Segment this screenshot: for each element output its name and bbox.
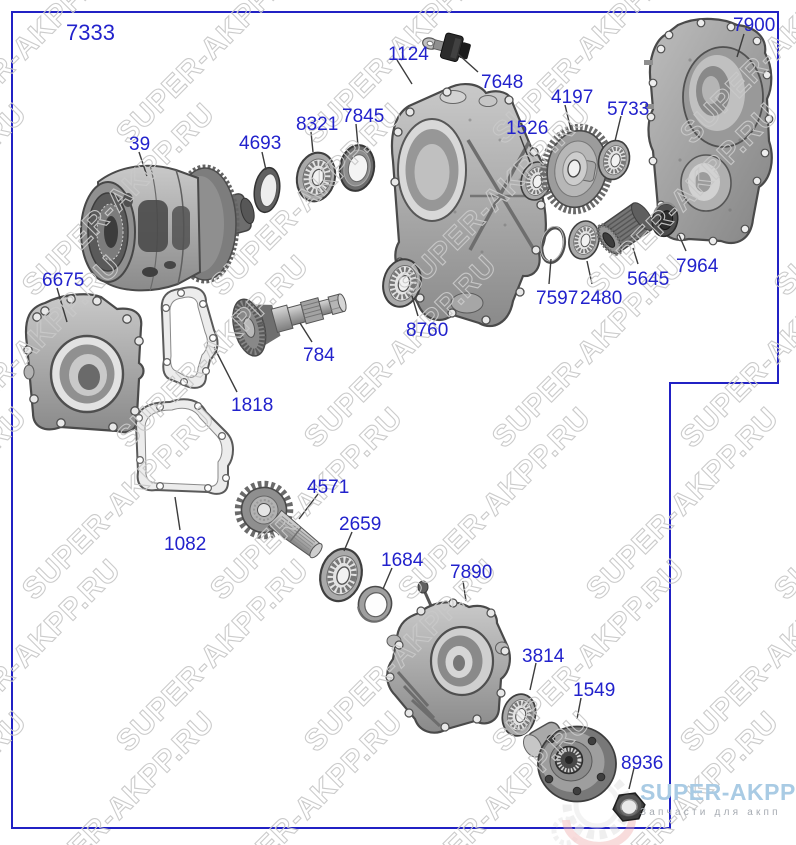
part-6675-housing [23, 293, 145, 434]
part-5645-gear [596, 202, 654, 256]
part-label-4197: 4197 [551, 87, 594, 108]
part-label-8760: 8760 [406, 320, 449, 341]
part-label-1684: 1684 [381, 550, 424, 571]
part-label-2480: 2480 [580, 288, 623, 309]
part-label-2659: 2659 [339, 514, 382, 535]
part-2480-bearing [565, 218, 603, 262]
part-7890-housing [385, 580, 511, 734]
part-label-3814: 3814 [522, 646, 565, 667]
part-label-8936: 8936 [621, 753, 664, 774]
part-1818-gasket [160, 286, 219, 389]
part-4571-pinion [234, 480, 323, 559]
part-label-8321: 8321 [296, 114, 339, 135]
site-logo: SUPER-AKPP Запчасти для акпп [640, 781, 796, 818]
part-39-coupling [80, 164, 255, 292]
part-label-7845: 7845 [342, 106, 385, 127]
part-label-7597: 7597 [536, 288, 579, 309]
part-label-7648: 7648 [481, 72, 524, 93]
part-7648-sensor [422, 32, 471, 63]
part-label-6675: 6675 [42, 270, 85, 291]
leader-lines [56, 33, 745, 790]
part-label-7890: 7890 [450, 562, 493, 583]
part-label-1124: 1124 [388, 44, 429, 65]
part-label-1082: 1082 [164, 534, 207, 555]
part-label-784: 784 [303, 345, 335, 366]
assembly-number: 7333 [66, 20, 115, 45]
part-4693-ring [250, 165, 284, 215]
part-1082-gasket [134, 398, 234, 495]
part-8936-nut [612, 792, 646, 822]
part-7845-seal [335, 141, 379, 195]
part-1684-collar [354, 582, 396, 626]
page-border [11, 11, 779, 829]
part-label-39: 39 [129, 134, 151, 155]
part-label-4571: 4571 [307, 477, 350, 498]
part-label-7900: 7900 [733, 15, 776, 36]
part-label-1818: 1818 [231, 395, 274, 416]
part-label-1526: 1526 [506, 118, 549, 139]
part-label-5645: 5645 [627, 269, 670, 290]
part-label-1549: 1549 [573, 680, 616, 701]
part-label-4693: 4693 [239, 133, 282, 154]
part-1549-flange [522, 721, 617, 803]
logo-subtitle: Запчасти для акпп [640, 807, 781, 818]
part-label-5733: 5733 [607, 99, 650, 120]
part-784-shaft [232, 293, 347, 357]
logo-title: SUPER-AKPP [640, 779, 796, 805]
part-1124-case [390, 83, 547, 328]
part-8321-bearing [292, 149, 339, 205]
part-label-7964: 7964 [676, 256, 719, 277]
